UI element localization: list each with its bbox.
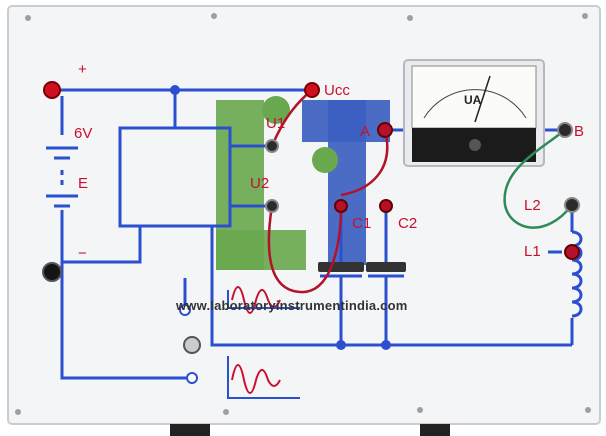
a-label: A	[360, 123, 370, 140]
probe-lead	[503, 129, 573, 229]
ucc-label: Ucc	[324, 82, 350, 99]
waveform-axes	[227, 290, 300, 399]
junction-dots	[170, 85, 391, 350]
l2-label: L2	[524, 197, 541, 214]
c1-label: C1	[352, 215, 371, 232]
ammeter-icon	[403, 59, 545, 167]
battery-icon	[46, 146, 78, 208]
b-label: B	[574, 123, 584, 140]
minus-label: −	[78, 245, 87, 262]
u1-label: U1	[266, 115, 285, 132]
l1-label: L1	[524, 243, 541, 260]
plus-label: +	[78, 61, 87, 78]
meter-unit: UA	[464, 93, 482, 107]
source-label: E	[78, 175, 88, 192]
u2-label: U2	[250, 175, 269, 192]
panel-foot-left	[170, 424, 210, 436]
panel-screws	[15, 13, 591, 415]
voltage-label: 6V	[74, 125, 92, 142]
binding-post-icon[interactable]	[42, 81, 580, 384]
watermark: www.laboratoryinstrumentindia.com	[175, 298, 408, 313]
c2-label: C2	[398, 215, 417, 232]
waveform-icon	[231, 286, 281, 394]
panel-foot-right	[420, 424, 450, 436]
